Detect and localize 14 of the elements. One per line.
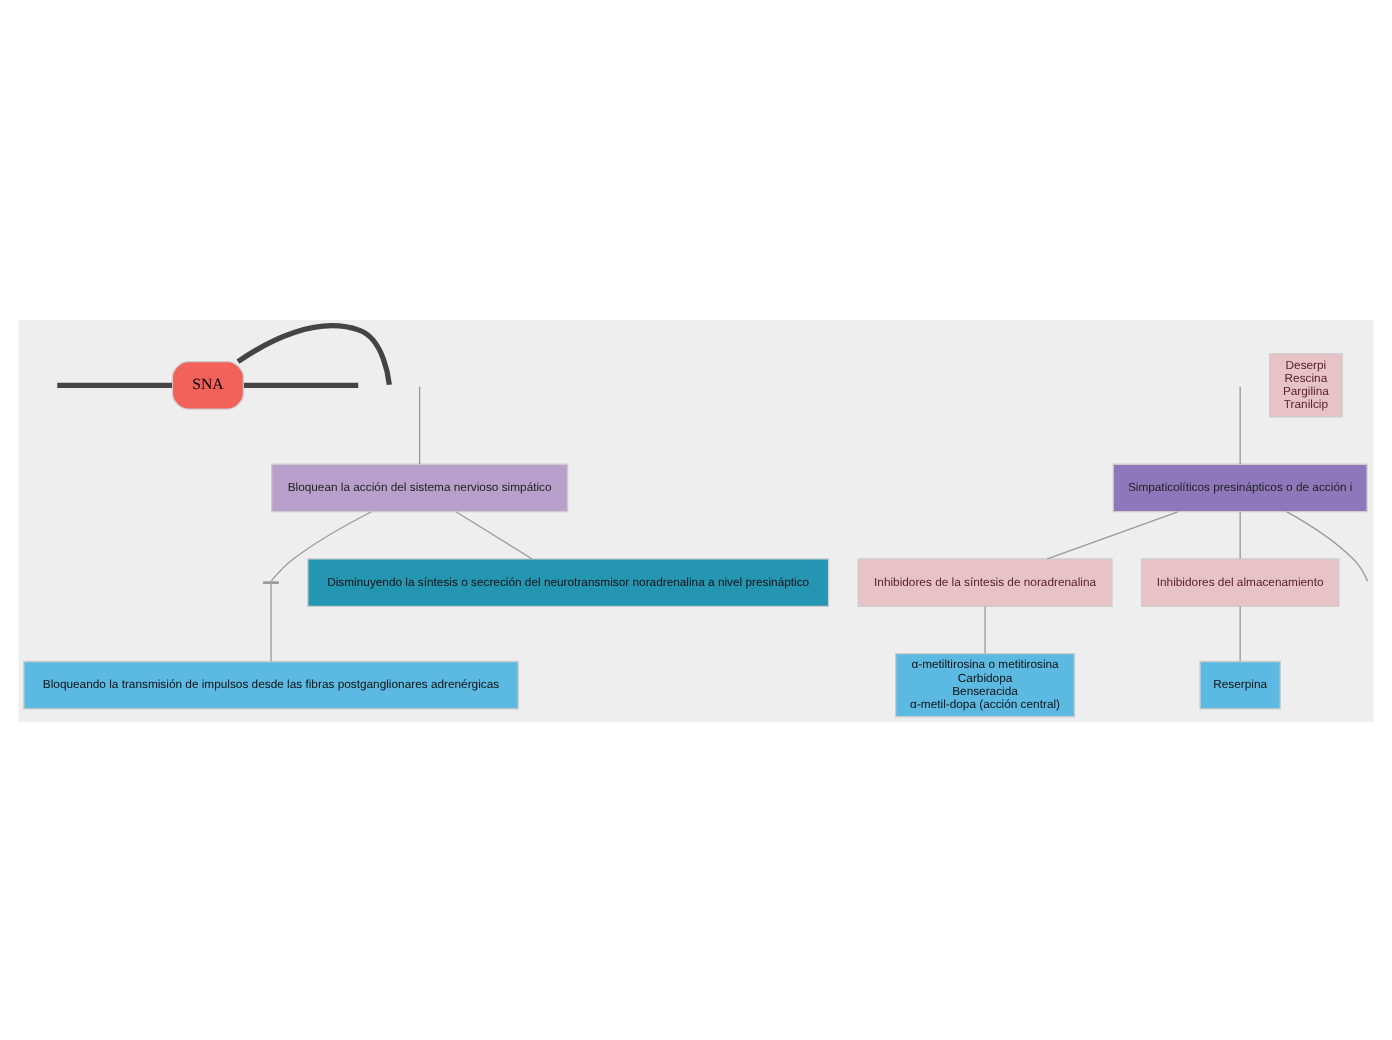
connector [984, 604, 986, 653]
connector [57, 381, 172, 387]
connector [236, 322, 392, 385]
connector [1239, 510, 1241, 559]
node-bar [263, 580, 279, 583]
connector [1046, 510, 1179, 559]
connector [418, 385, 421, 464]
connector [1239, 604, 1241, 661]
connector [455, 510, 533, 559]
connector [270, 510, 373, 581]
connector [1239, 385, 1241, 464]
connector [1286, 510, 1369, 581]
connector [243, 381, 359, 387]
connector [270, 582, 272, 661]
